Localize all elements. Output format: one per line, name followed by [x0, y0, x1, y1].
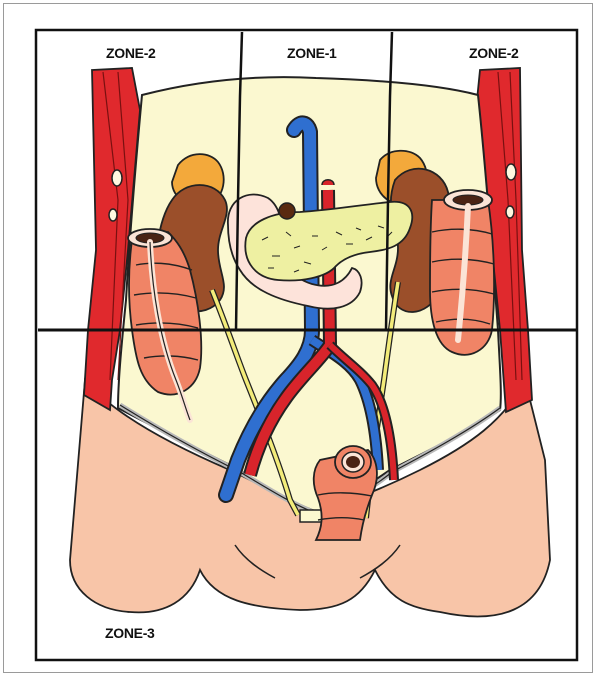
zone-label-top-right: ZONE-2: [469, 45, 519, 61]
zone-label-top-center: ZONE-1: [287, 45, 337, 61]
zone-label-bottom: ZONE-3: [105, 625, 155, 641]
zone-label-top-left: ZONE-2: [106, 45, 156, 61]
